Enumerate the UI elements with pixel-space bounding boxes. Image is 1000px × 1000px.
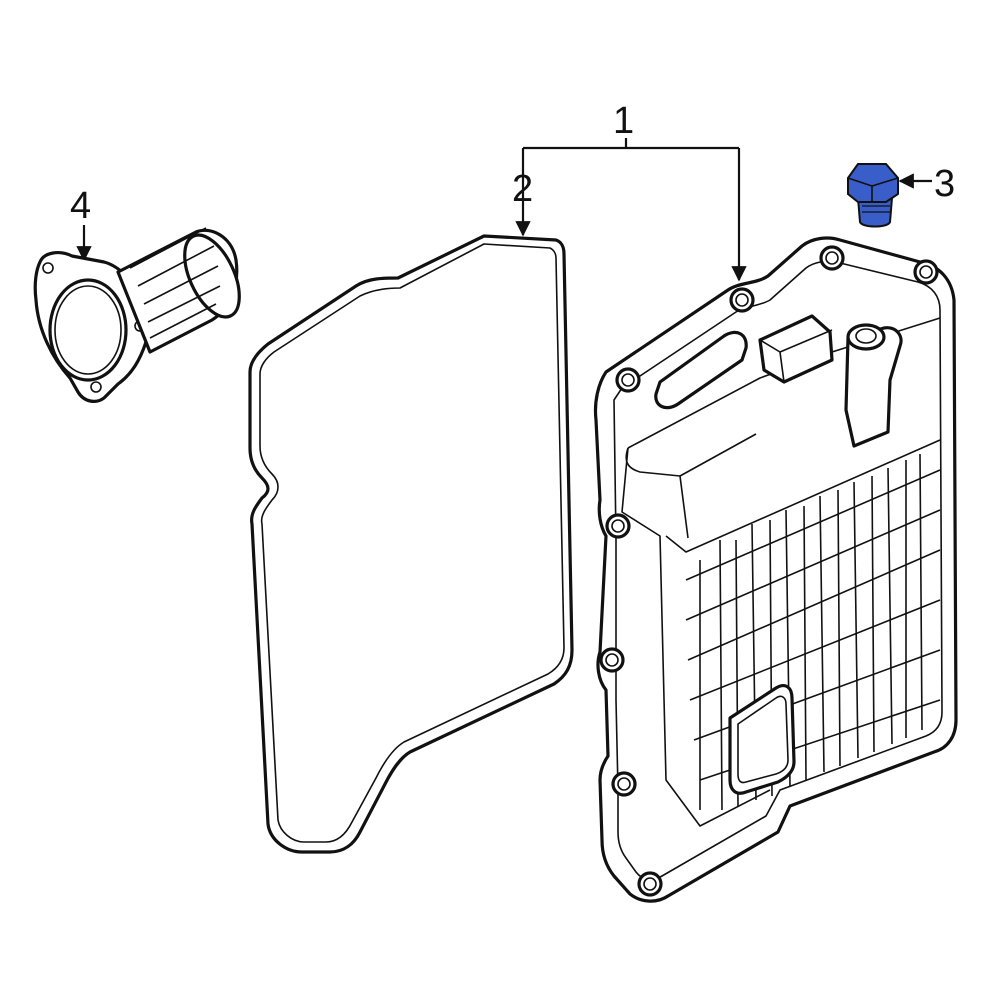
leader-lines — [76, 138, 932, 282]
bolt-holes — [599, 245, 939, 897]
callout-1: 1 — [613, 100, 634, 142]
filter-part-4[interactable] — [33, 227, 250, 403]
gasket-part-2[interactable] — [248, 234, 574, 854]
drain-plug-part-3[interactable] — [847, 163, 899, 228]
callout-4: 4 — [70, 185, 91, 227]
oil-pan-part-1[interactable] — [593, 236, 958, 903]
callout-3: 3 — [934, 163, 955, 205]
